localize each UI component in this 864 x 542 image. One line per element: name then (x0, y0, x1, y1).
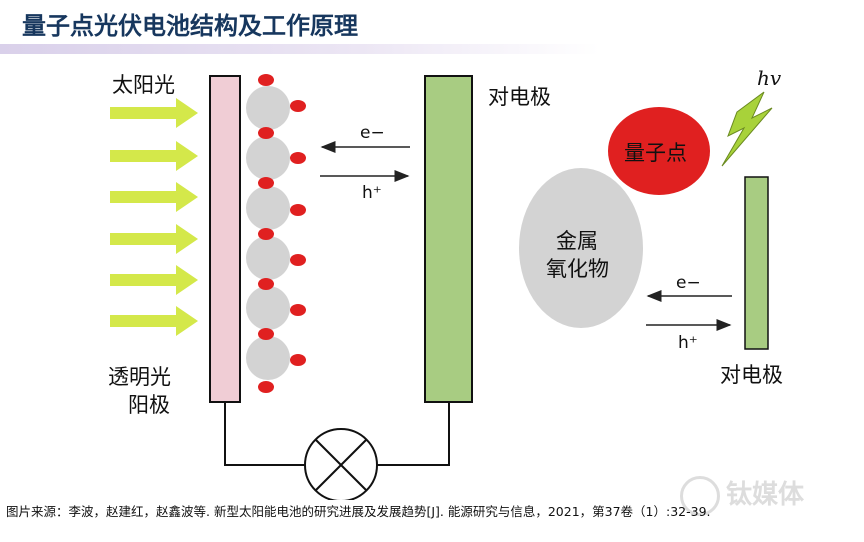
photoanode-label-1: 透明光 (108, 365, 171, 389)
external-circuit (224, 402, 450, 500)
quantum-dot (290, 354, 306, 366)
electron-label-right: e− (676, 273, 701, 293)
sun-arrow (110, 224, 198, 254)
counter-electrode-left-label: 对电极 (488, 85, 551, 109)
oxide-particle (246, 86, 290, 130)
quantum-dot (290, 304, 306, 316)
oxide-particle (246, 336, 290, 380)
counter-electrode-right-label: 对电极 (720, 363, 783, 387)
oxide-particle (246, 136, 290, 180)
quantum-dot (290, 100, 306, 112)
quantum-dot (290, 204, 306, 216)
quantum-dot (290, 254, 306, 266)
watermark-logo-icon (680, 475, 720, 516)
oxide-particle (246, 236, 290, 280)
quantum-dot (290, 152, 306, 164)
quantum-dot (258, 127, 274, 139)
watermark-text: 钛媒体 (726, 480, 805, 510)
metal-oxide-label-2: 氧化物 (546, 257, 609, 281)
oxide-particle (246, 186, 290, 230)
quantum-dot-label: 量子点 (624, 141, 687, 165)
sunlight-arrows (110, 98, 198, 336)
hole-label-left: h⁺ (362, 183, 382, 203)
sun-arrow (110, 265, 198, 295)
electron-label-left: e− (360, 123, 385, 143)
photoanode-label-2: 阳极 (128, 393, 170, 417)
watermark: 钛媒体 (680, 474, 804, 516)
quantum-dot (258, 381, 274, 393)
metal-oxide-particle (519, 168, 643, 328)
sun-arrow (110, 98, 198, 128)
quantum-dot (258, 74, 274, 86)
quantum-dot-large (608, 107, 710, 195)
page-title: 量子点光伏电池结构及工作原理 (22, 12, 358, 40)
sunlight-label: 太阳光 (112, 73, 175, 97)
quantum-dot (258, 228, 274, 240)
hv-label: hv (757, 66, 782, 90)
quantum-dot (258, 328, 274, 340)
oxide-particle (246, 286, 290, 330)
quantum-dot (258, 278, 274, 290)
quantum-dot (258, 177, 274, 189)
quantum-dots (258, 74, 306, 393)
title-underline (0, 44, 600, 54)
source-caption: 图片来源：李波，赵建红，赵鑫波等. 新型太阳能电池的研究进展及发展趋势[J]. … (6, 504, 711, 519)
counter-electrode-left (424, 75, 473, 403)
transparent-photoanode (209, 75, 241, 403)
oxide-particles (246, 86, 290, 380)
hole-label-right: h⁺ (678, 333, 698, 353)
sun-arrow (110, 306, 198, 336)
solar-cell-diagram: 太阳光 透明光 阳极 e− h⁺ 对电极 (108, 66, 783, 500)
sun-arrow (110, 141, 198, 171)
metal-oxide-label-1: 金属 (556, 229, 598, 253)
counter-electrode-right (744, 176, 769, 350)
sun-arrow (110, 182, 198, 212)
lightning-icon (721, 91, 773, 167)
